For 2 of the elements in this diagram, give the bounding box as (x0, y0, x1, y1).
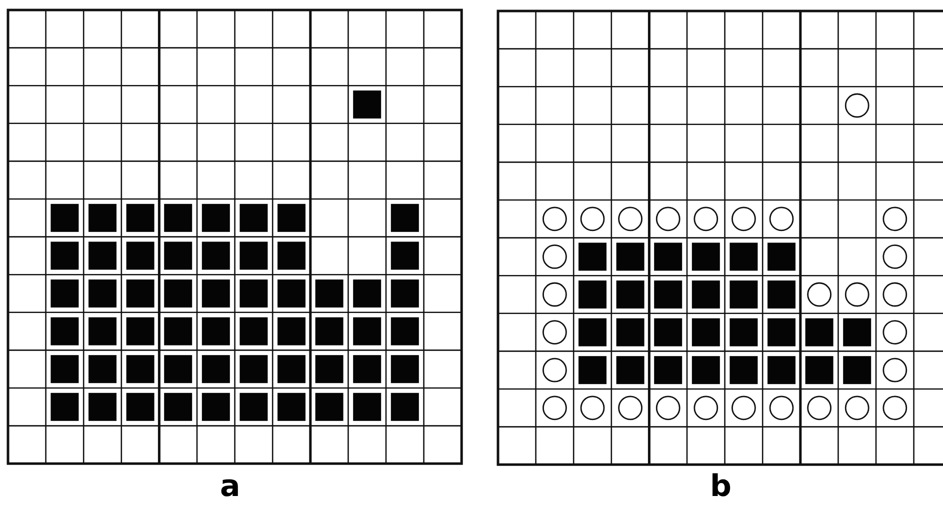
panel-label: a (220, 470, 240, 504)
panel-label: b (710, 470, 732, 504)
